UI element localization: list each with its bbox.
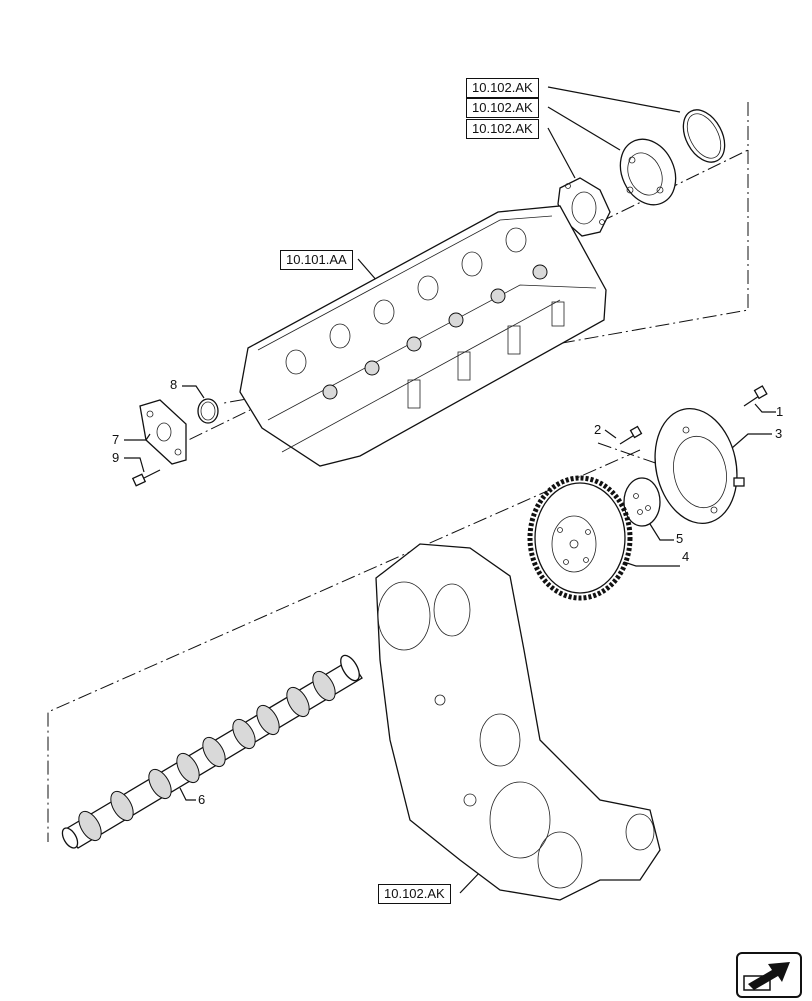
hub-washer-part — [623, 477, 661, 527]
callout-4: 4 — [682, 549, 690, 564]
callout-6: 6 — [198, 792, 206, 807]
small-o-ring-part — [197, 398, 219, 424]
callout-5: 5 — [676, 531, 684, 546]
head-ports — [285, 227, 527, 375]
callout-7: 7 — [112, 432, 120, 447]
bolt-part-1 — [743, 385, 768, 407]
callout-2: 2 — [594, 422, 602, 437]
bolt-part-2 — [619, 425, 643, 445]
head-side-windows — [407, 301, 565, 409]
cover-plate-part — [139, 399, 187, 465]
callout-leaders — [124, 385, 776, 801]
reference-box-seal[interactable]: 10.102.AK — [466, 78, 539, 98]
camshaft-part — [61, 654, 363, 849]
gear-housing-part — [375, 543, 661, 901]
next-arrow-icon — [743, 962, 790, 991]
reference-box-gasket[interactable]: 10.102.AK — [466, 119, 539, 139]
head-valve-bosses — [322, 264, 548, 400]
callout-9: 9 — [112, 450, 120, 465]
reference-box-pump[interactable]: 10.102.AK — [466, 98, 539, 118]
callout-3: 3 — [775, 426, 783, 441]
camshaft-gear-part — [527, 475, 633, 601]
seal-ring-part — [682, 109, 726, 163]
next-page-button[interactable] — [736, 952, 802, 998]
reference-leaders — [357, 86, 681, 894]
reference-box-cylinder-head[interactable]: 10.101.AA — [280, 250, 353, 270]
screw-part — [131, 469, 161, 487]
reference-box-gear-housing[interactable]: 10.102.AK — [378, 884, 451, 904]
cam-lobes — [61, 654, 360, 849]
callout-1: 1 — [776, 404, 784, 419]
cylinder-head-part — [239, 205, 607, 467]
callout-8: 8 — [170, 377, 178, 392]
pump-housing-part — [619, 138, 677, 206]
thrust-plate-part — [654, 408, 745, 524]
